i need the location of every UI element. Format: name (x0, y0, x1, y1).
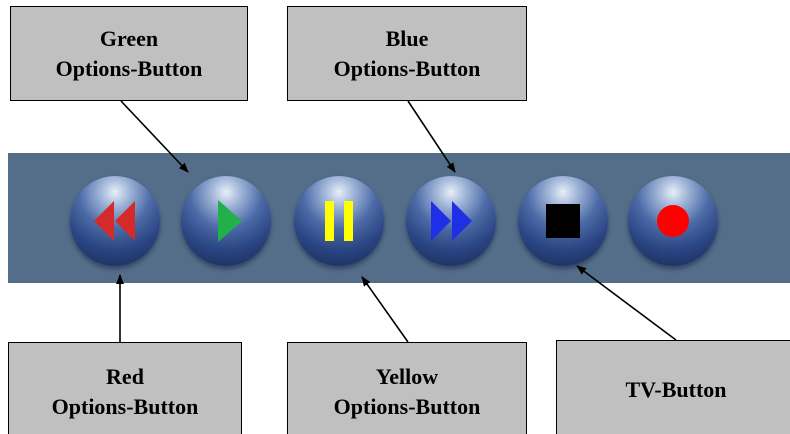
record-button[interactable] (628, 176, 718, 266)
play-icon (218, 200, 242, 242)
blue-options-callout: Blue Options-Button (287, 6, 527, 101)
fast-forward-icon (431, 201, 472, 241)
yellow-arrow (361, 276, 409, 343)
yellow-options-button[interactable] (294, 176, 384, 266)
stop-icon (546, 204, 580, 238)
callout-line-2: Options-Button (51, 394, 199, 419)
callout-line-2: Options-Button (333, 394, 481, 419)
pause-icon (325, 201, 353, 241)
blue-options-button[interactable] (406, 176, 496, 266)
callout-line-1: Yellow (375, 364, 439, 389)
red-options-callout: Red Options-Button (8, 342, 242, 434)
callout-line-1: Red (106, 364, 144, 389)
green-options-button[interactable] (181, 176, 271, 266)
callout-line-1: Green (99, 25, 159, 51)
callout-line-2: Options-Button (333, 55, 481, 81)
callout-line-2: Options-Button (55, 55, 203, 81)
tv-button[interactable] (518, 176, 608, 266)
red-options-button[interactable] (70, 176, 160, 266)
green-options-callout: Green Options-Button (10, 6, 248, 101)
callout-line-1: Blue (385, 25, 429, 51)
callout-label: TV-Button (625, 377, 727, 402)
tv-button-callout: TV-Button (556, 340, 790, 434)
record-icon (657, 205, 689, 237)
yellow-options-callout: Yellow Options-Button (287, 342, 527, 434)
rewind-icon (94, 201, 135, 241)
